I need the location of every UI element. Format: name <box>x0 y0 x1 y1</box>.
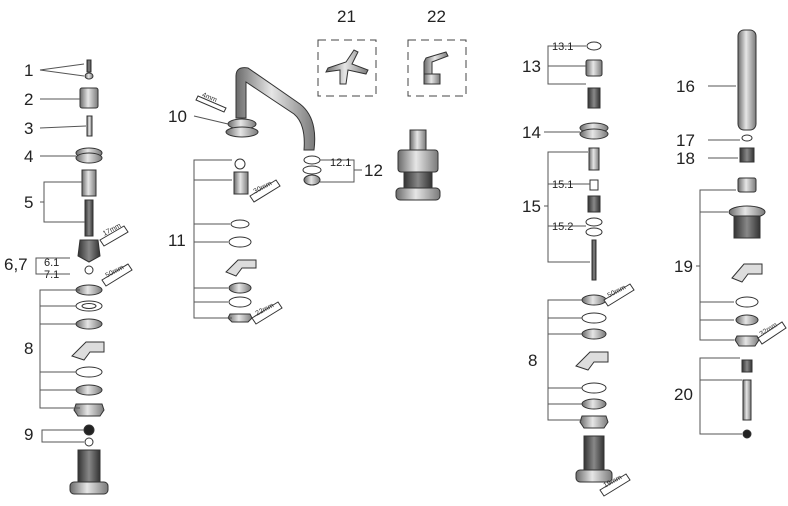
right-valve-assembly <box>575 41 613 483</box>
label-11: 11 <box>168 231 186 250</box>
label-1: 1 <box>24 61 33 80</box>
rings-12 <box>302 155 362 186</box>
tool-4mm: 4mm <box>195 92 227 113</box>
label-19: 19 <box>674 257 693 276</box>
label-7-1: 7.1 <box>44 269 59 281</box>
label-13-1: 13.1 <box>552 41 573 53</box>
label-22: 22 <box>427 7 446 26</box>
label-14: 14 <box>522 123 541 142</box>
label-20: 20 <box>674 385 693 404</box>
label-6-1: 6.1 <box>44 257 59 269</box>
handle-option-22 <box>407 39 467 97</box>
label-21: 21 <box>337 7 356 26</box>
tool-32mm: 32mm <box>757 321 787 345</box>
label-12-1: 12.1 <box>330 157 351 169</box>
label-8-left: 8 <box>24 339 33 358</box>
left-leader-lines <box>35 63 87 443</box>
handle-option-21 <box>317 39 377 97</box>
label-9: 9 <box>24 425 33 444</box>
label-18: 18 <box>676 149 695 168</box>
label-17: 17 <box>676 131 695 150</box>
tool-50mm-right: 50mm <box>603 283 635 307</box>
tool-17mm: 17mm <box>99 222 129 247</box>
spout-leader-lines <box>193 115 232 319</box>
tool-22mm: 22mm <box>251 301 283 325</box>
label-16: 16 <box>676 77 695 96</box>
label-2: 2 <box>24 90 33 109</box>
spout-assembly <box>225 67 316 323</box>
label-10: 10 <box>168 107 187 126</box>
label-12: 12 <box>364 161 383 180</box>
label-5: 5 <box>24 193 33 212</box>
tool-50mm-left: 50mm <box>101 263 133 287</box>
diverter-body <box>395 129 441 201</box>
label-15-1: 15.1 <box>552 179 573 191</box>
label-13: 13 <box>522 57 541 76</box>
tool-19mm: 19mm <box>599 473 631 497</box>
label-15-2: 15.2 <box>552 221 573 233</box>
right-leader-lines <box>544 45 590 421</box>
label-3: 3 <box>24 119 33 138</box>
label-15: 15 <box>522 197 541 216</box>
label-6-7: 6,7 <box>4 255 28 274</box>
hand-shower-assembly <box>728 29 766 439</box>
label-4: 4 <box>24 147 33 166</box>
label-8-right: 8 <box>528 351 537 370</box>
tool-30mm: 30mm <box>249 179 281 203</box>
left-valve-assembly <box>69 59 109 495</box>
hand-shower-leader-lines <box>696 85 742 435</box>
